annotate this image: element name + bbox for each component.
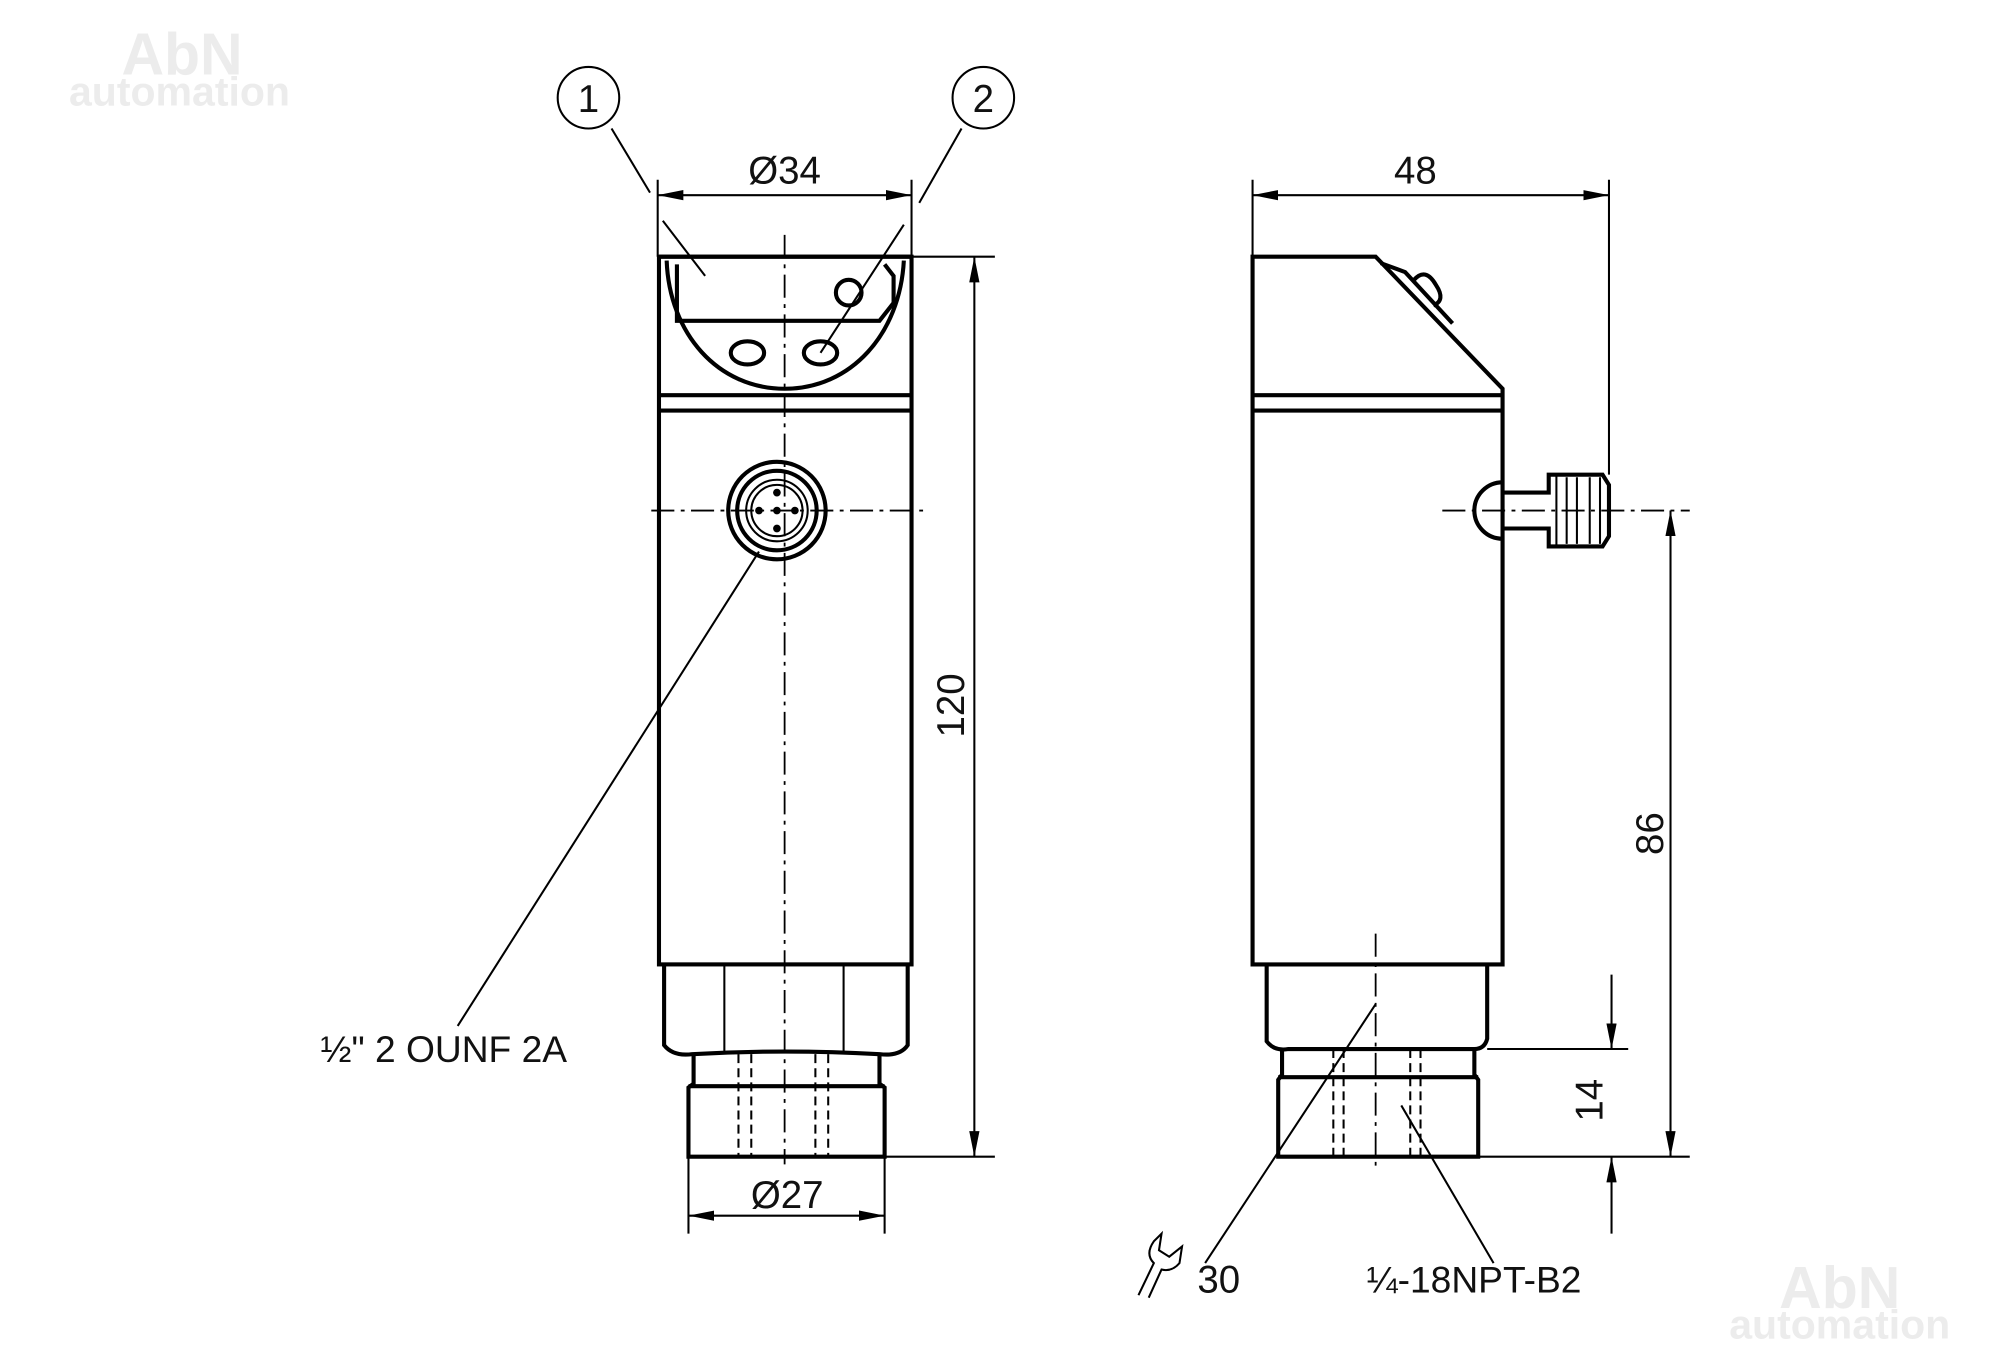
- button-right: [801, 339, 840, 367]
- connector-thread-label: ½" 2 OUNF 2A: [321, 1028, 568, 1070]
- watermark-bottom-right: AbN automation: [1729, 1256, 1950, 1348]
- side-housing: [1250, 254, 1505, 967]
- balloon-label: 1: [578, 78, 599, 121]
- led-indicator: [833, 277, 864, 308]
- dim-thread-length: 14: [1569, 1079, 1612, 1122]
- side-process-thread: [1276, 1049, 1481, 1159]
- dim-height: 120: [930, 673, 973, 737]
- dim-top-diameter: Ø34: [748, 150, 821, 193]
- balloon-2: 2: [819, 65, 1016, 354]
- process-thread: [686, 1054, 887, 1159]
- wrench-icon: [1137, 1230, 1184, 1299]
- side-view: 48 86 14 30 ¼-18NPT-B2: [1137, 150, 1690, 1302]
- watermark-text: AbN: [1779, 1256, 1900, 1321]
- watermark-text: automation: [1729, 1302, 1950, 1348]
- process-thread-label: ¼-18NPT-B2: [1367, 1259, 1582, 1301]
- dim-connector-height: 86: [1629, 812, 1672, 855]
- button-left: [728, 339, 767, 367]
- dim-width: 48: [1394, 150, 1437, 193]
- balloon-1: 1: [556, 65, 706, 277]
- side-button: [1412, 272, 1443, 308]
- watermark-text: automation: [69, 68, 290, 114]
- hex-nut: [662, 964, 910, 1057]
- display-window: [674, 263, 896, 323]
- wrench-size-label: 30: [1197, 1259, 1240, 1302]
- front-view: Ø34 Ø27 120 1 2 ½" 2 OUNF 2A: [321, 65, 1016, 1234]
- side-hex-nut: [1264, 964, 1490, 1052]
- watermark-top-left: AbN automation: [69, 23, 290, 115]
- dim-bottom-diameter: Ø27: [751, 1174, 824, 1217]
- display-bezel: [1380, 261, 1455, 325]
- balloon-label: 2: [973, 78, 994, 121]
- watermark-text: AbN: [121, 23, 242, 88]
